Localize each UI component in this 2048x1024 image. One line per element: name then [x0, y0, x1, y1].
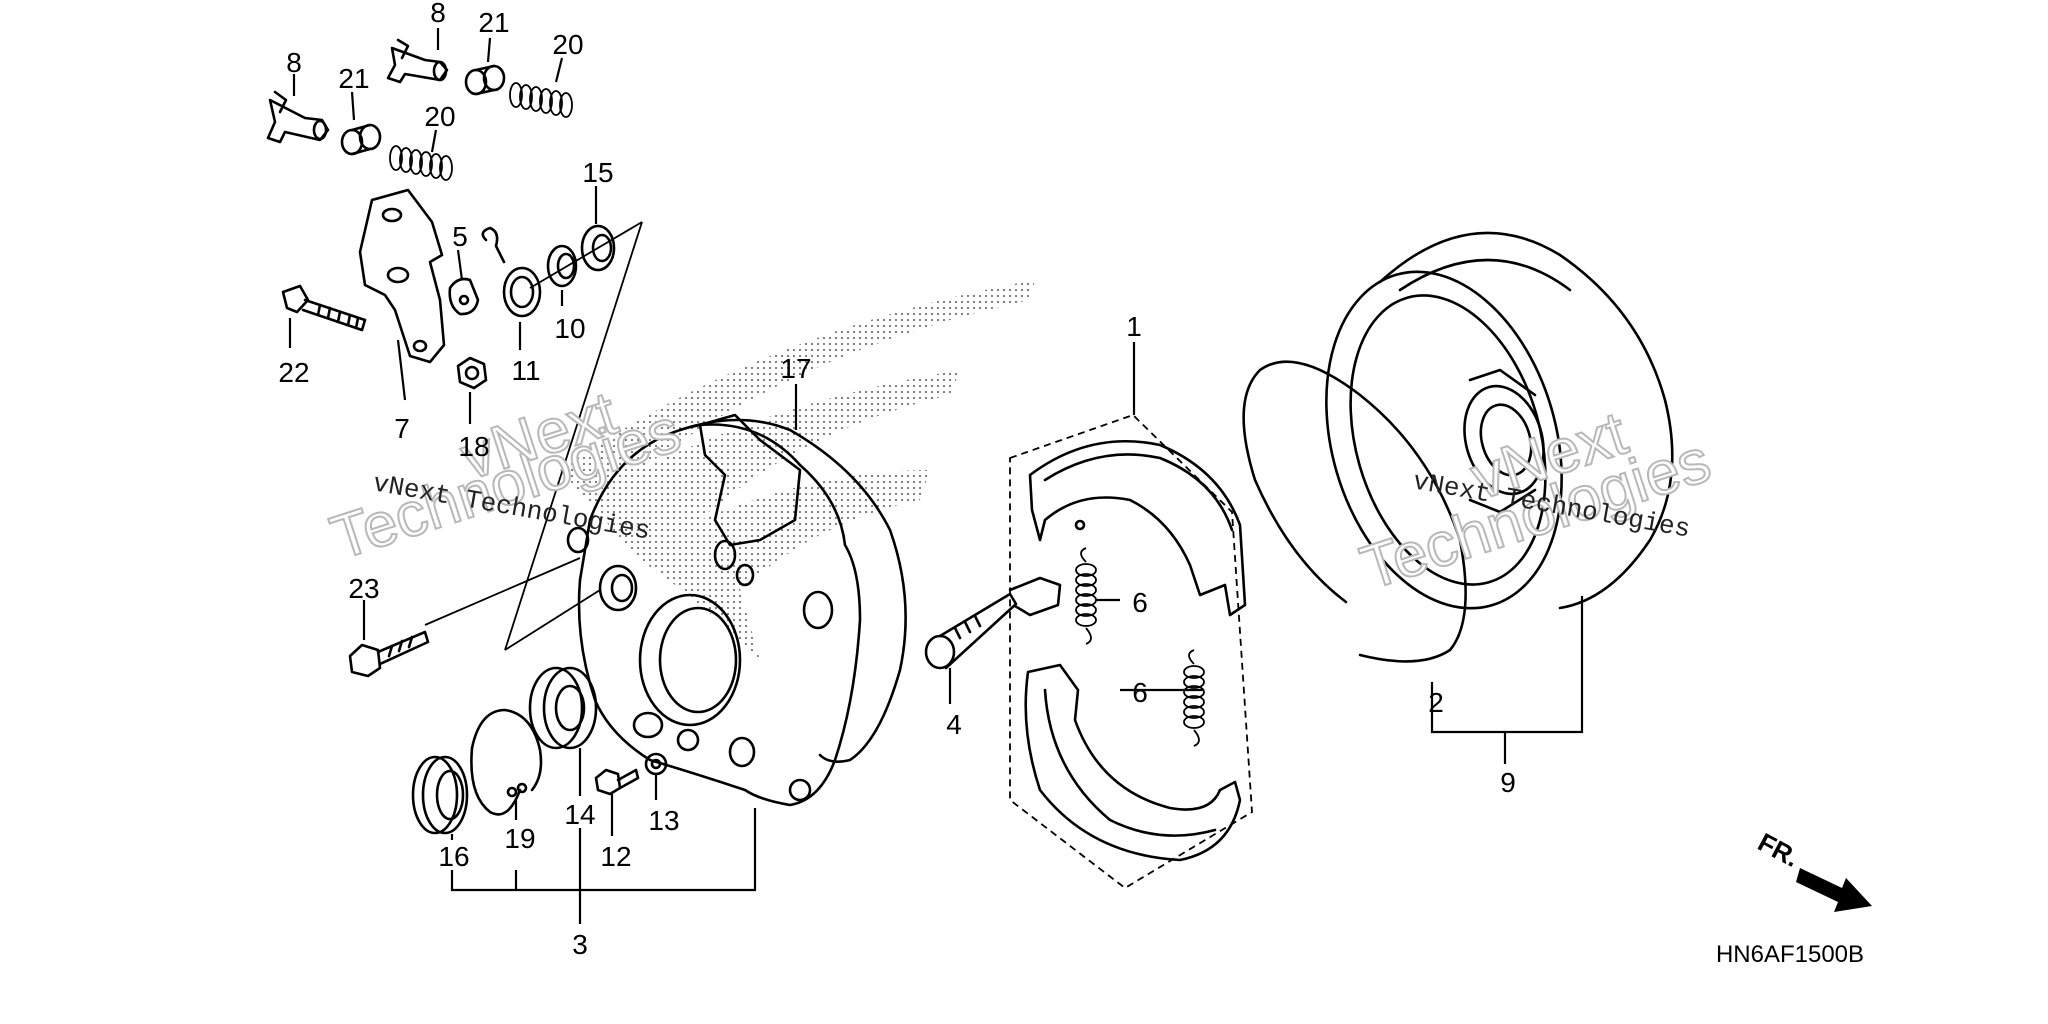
callout-18: 18 — [458, 431, 489, 462]
callout-11: 11 — [511, 355, 540, 386]
seal-15 — [580, 224, 616, 272]
spring-20-upper — [509, 82, 573, 118]
seal-10 — [546, 244, 578, 288]
ring-2 — [1242, 360, 1467, 663]
seal-16 — [411, 755, 469, 835]
callout-13: 13 — [648, 805, 679, 836]
diagram-code: HN6AF1500B — [1716, 941, 1864, 968]
callout-6-upper: 6 — [1132, 587, 1148, 618]
callout-16: 16 — [438, 841, 469, 872]
callout-6-lower: 6 — [1132, 677, 1148, 708]
callout-21-lower: 21 — [338, 63, 369, 94]
shoe-box-1 — [1009, 413, 1253, 890]
leader-lines — [288, 28, 1584, 924]
brake-shoe-upper — [1028, 439, 1247, 617]
return-spring-11 — [481, 226, 542, 318]
lever-arm-8-upper — [386, 38, 449, 84]
callout-15: 15 — [582, 157, 613, 188]
callout-20-lower: 20 — [424, 101, 455, 132]
lever-arm-8-lower — [266, 90, 330, 144]
callout-10: 10 — [554, 313, 585, 344]
bushing-21-upper — [464, 64, 506, 96]
front-label: FR. — [1753, 827, 1804, 873]
nut-18 — [456, 356, 488, 390]
bushing-21-lower — [340, 123, 382, 156]
camshaft-4 — [924, 576, 1062, 670]
bolt-12 — [594, 768, 640, 796]
callout-4: 4 — [946, 709, 962, 740]
callout-23: 23 — [348, 573, 379, 604]
brake-drum-9 — [1325, 231, 1674, 610]
assembly-wedge — [504, 221, 643, 651]
callout-2: 2 — [1428, 687, 1444, 718]
callout-8-lower: 8 — [286, 47, 302, 78]
callout-20-upper: 20 — [552, 29, 583, 60]
spring-6-upper — [1075, 547, 1097, 645]
front-arrow-icon — [1796, 868, 1872, 912]
callout-3: 3 — [572, 929, 588, 960]
spring-6-lower — [1183, 649, 1205, 747]
brake-panel-3 — [566, 413, 862, 807]
callout-7: 7 — [394, 413, 410, 444]
callout-8-upper: 8 — [430, 0, 446, 28]
indicator-plate-5 — [448, 277, 480, 316]
callout-9: 9 — [1500, 767, 1516, 798]
shading-pattern — [560, 280, 1035, 660]
callout-1: 1 — [1126, 311, 1142, 342]
spring-20-lower — [389, 145, 453, 181]
callout-5: 5 — [452, 221, 468, 252]
callout-22: 22 — [278, 357, 309, 388]
watermark-left: Technologies vNext vNext Technologies — [322, 378, 690, 575]
callouts: 8 8 21 21 20 20 15 5 22 7 11 10 18 17 1 … — [278, 0, 1515, 960]
callout-14: 14 — [564, 799, 595, 830]
callout-17: 17 — [780, 353, 811, 384]
bolt-23-guide — [424, 557, 581, 626]
brake-arm-7 — [358, 188, 446, 364]
bolt-22 — [281, 284, 367, 332]
callout-19: 19 — [504, 823, 535, 854]
gasket-17 — [678, 418, 907, 763]
circlip-19 — [470, 708, 543, 816]
callout-12: 12 — [600, 841, 631, 872]
brake-shoe-lower — [1024, 663, 1242, 862]
callout-21-upper: 21 — [478, 7, 509, 38]
front-indicator: FR. — [1753, 827, 1872, 912]
bearing-14 — [528, 666, 598, 750]
bolt-23 — [348, 630, 430, 678]
